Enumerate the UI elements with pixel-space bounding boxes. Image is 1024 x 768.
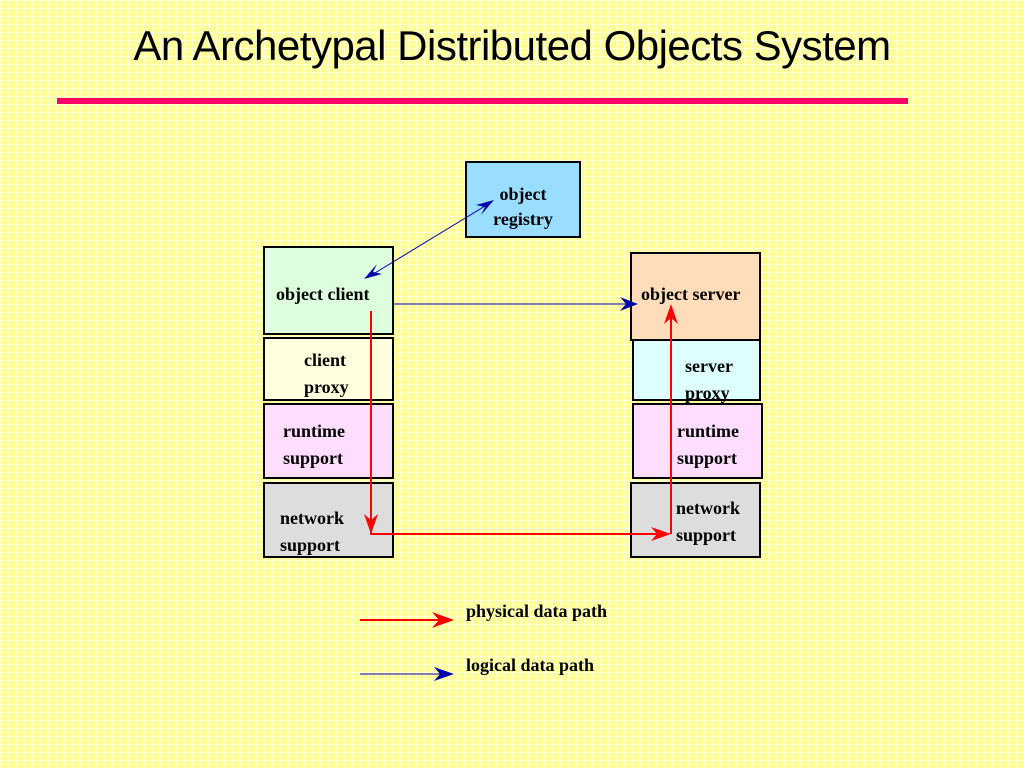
server-runtime-label-line1: runtime — [677, 421, 739, 441]
server-network-label-line1: network — [676, 498, 740, 518]
title-underline — [57, 98, 908, 104]
legend-logical-arrowhead — [434, 667, 454, 681]
server-runtime-support-box: runtime support — [632, 403, 763, 479]
client-proxy-label-line1: client — [304, 350, 346, 370]
object-client-label: object client — [276, 284, 370, 304]
client-network-label-line2: support — [280, 535, 341, 555]
legend-logical-label: logical data path — [466, 655, 595, 675]
physical-data-path — [370, 311, 663, 535]
client-runtime-label-line2: support — [283, 448, 344, 468]
registry-label-line2: registry — [493, 209, 553, 229]
server-runtime-label-line2: support — [677, 448, 738, 468]
client-proxy-label-line2: proxy — [304, 377, 349, 397]
legend-physical-label: physical data path — [466, 601, 608, 621]
object-server-box: object server — [630, 252, 761, 341]
client-network-support-box: network support — [263, 482, 394, 558]
object-client-box: object client — [263, 246, 394, 335]
object-server-label: object server — [641, 284, 741, 304]
server-proxy-label-line1: server — [685, 356, 733, 376]
server-proxy-box: server proxy — [632, 339, 761, 403]
legend-physical-arrowhead — [432, 612, 454, 628]
server-network-support-box: network support — [630, 482, 761, 558]
slide-title: An Archetypal Distributed Objects System — [133, 22, 891, 69]
object-registry-box: object registry — [465, 161, 581, 238]
client-runtime-support-box: runtime support — [263, 403, 394, 479]
server-proxy-label-line2: proxy — [685, 383, 730, 403]
registry-label-line1: object — [499, 184, 547, 204]
client-runtime-label-line1: runtime — [283, 421, 345, 441]
client-network-label-line1: network — [280, 508, 344, 528]
server-network-label-line2: support — [676, 525, 737, 545]
client-proxy-box: client proxy — [263, 337, 394, 401]
